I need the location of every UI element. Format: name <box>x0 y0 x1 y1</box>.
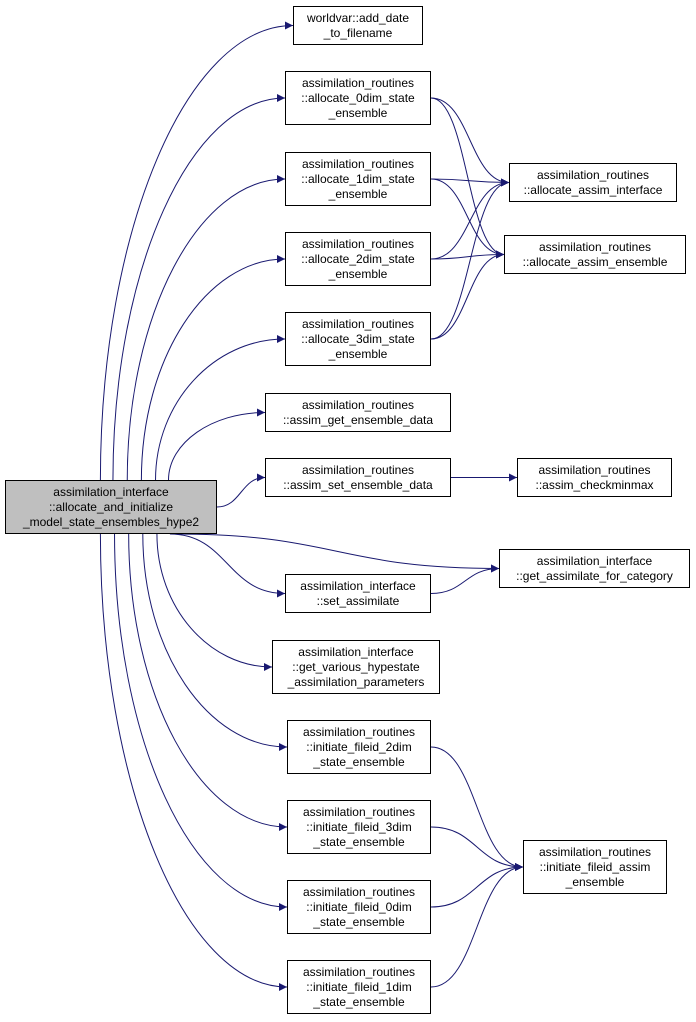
node-label-line: _state_ensemble <box>313 754 405 769</box>
node-set-ens[interactable]: assimilation_routines::assim_set_ensembl… <box>265 458 451 497</box>
node-label-line: _ensemble <box>328 346 388 361</box>
edge-root-to-init-3dim <box>128 533 288 831</box>
node-label-line: ::get_various_hypestate <box>292 659 420 674</box>
node-label-line: ::allocate_and_initialize <box>48 499 174 514</box>
node-label-line: _state_ensemble <box>313 834 405 849</box>
edge-alloc-3dim-to-alloc-interface <box>430 178 510 340</box>
node-label-line: _ensemble <box>565 874 625 889</box>
edge-root-to-init-1dim <box>99 533 288 991</box>
edge-alloc-0dim-to-alloc-ensemble <box>430 97 505 259</box>
node-root: assimilation_interface::allocate_and_ini… <box>5 480 217 534</box>
node-label-line: _to_filename <box>323 25 393 40</box>
node-get-ens[interactable]: assimilation_routines::assim_get_ensembl… <box>265 393 451 432</box>
node-label-line: assimilation_routines <box>302 804 416 819</box>
node-label-line: ::allocate_assim_interface <box>523 182 663 197</box>
node-label-line: ::initiate_fileid_2dim <box>306 739 412 754</box>
node-set-assim[interactable]: assimilation_interface::set_assimilate <box>285 574 431 613</box>
node-label-line: ::assim_set_ensemble_data <box>283 477 433 492</box>
edge-init-0dim-to-init-assim-ens <box>430 863 524 908</box>
node-label-line: assimilation_routines <box>301 75 415 90</box>
node-label-line: assimilation_interface <box>536 553 653 568</box>
node-init-3dim[interactable]: assimilation_routines::initiate_fileid_3… <box>287 800 431 854</box>
node-label-line: _ensemble <box>328 186 388 201</box>
edge-alloc-2dim-to-alloc-interface <box>430 178 510 260</box>
node-label-line: _assimilation_parameters <box>287 674 425 689</box>
node-label-line: assimilation_routines <box>301 462 415 477</box>
node-init-2dim[interactable]: assimilation_routines::initiate_fileid_2… <box>287 720 431 774</box>
edge-init-1dim-to-init-assim-ens <box>430 863 524 988</box>
node-get-various[interactable]: assimilation_interface::get_various_hype… <box>272 640 440 694</box>
node-get-assim-cat[interactable]: assimilation_interface::get_assimilate_f… <box>499 549 690 588</box>
node-label-line: ::set_assimilate <box>316 593 400 608</box>
node-label-line: assimilation_routines <box>302 724 416 739</box>
edge-set-assim-to-get-assim-cat <box>430 564 500 594</box>
node-label-line: assimilation_routines <box>302 964 416 979</box>
node-label-line: assimilation_routines <box>538 462 651 477</box>
edge-init-3dim-to-init-assim-ens <box>430 826 524 871</box>
edge-alloc-2dim-to-alloc-ensemble <box>430 250 505 260</box>
node-label-line: ::initiate_fileid_assim <box>539 859 651 874</box>
node-label-line: _state_ensemble <box>313 994 405 1009</box>
edge-root-to-alloc-1dim <box>126 175 286 481</box>
node-alloc-1dim[interactable]: assimilation_routines::allocate_1dim_sta… <box>285 152 431 206</box>
node-alloc-3dim[interactable]: assimilation_routines::allocate_3dim_sta… <box>285 312 431 366</box>
node-label-line: ::allocate_2dim_state <box>301 251 415 266</box>
node-label-line: _state_ensemble <box>313 914 405 929</box>
edge-root-to-set-assim <box>169 533 286 598</box>
edge-root-to-get-various <box>156 533 273 671</box>
node-label-line: ::assim_get_ensemble_data <box>282 412 434 427</box>
node-label-line: worldvar::add_date <box>306 10 410 25</box>
node-label-line: ::initiate_fileid_1dim <box>306 979 412 994</box>
edge-root-to-init-2dim <box>142 533 288 751</box>
node-label-line: ::get_assimilate_for_category <box>516 568 673 583</box>
node-init-assim-ens[interactable]: assimilation_routines::initiate_fileid_a… <box>523 840 667 894</box>
edge-root-to-alloc-3dim <box>155 335 286 481</box>
node-alloc-interface[interactable]: assimilation_routines::allocate_assim_in… <box>509 163 677 202</box>
node-init-1dim[interactable]: assimilation_routines::initiate_fileid_1… <box>287 960 431 1014</box>
node-label-line: ::allocate_0dim_state <box>301 90 415 105</box>
node-label-line: assimilation_routines <box>301 397 415 412</box>
node-alloc-0dim[interactable]: assimilation_routines::allocate_0dim_sta… <box>285 71 431 125</box>
edge-alloc-1dim-to-alloc-ensemble <box>430 178 505 259</box>
node-label-line: assimilation_routines <box>538 239 652 254</box>
node-label-line: assimilation_routines <box>538 844 652 859</box>
node-label-line: ::initiate_fileid_3dim <box>306 819 412 834</box>
node-label-line: assimilation_routines <box>301 316 415 331</box>
edge-root-to-init-0dim <box>114 533 288 911</box>
node-label-line: ::allocate_1dim_state <box>301 171 415 186</box>
edge-init-2dim-to-init-assim-ens <box>430 746 524 871</box>
node-label-line: ::allocate_assim_ensemble <box>522 254 668 269</box>
node-label-line: assimilation_interface <box>298 644 414 659</box>
node-label-line: _ensemble <box>328 266 388 281</box>
edge-root-to-alloc-0dim <box>112 94 286 481</box>
edge-root-to-set-ens <box>216 473 266 508</box>
node-label-line: assimilation_routines <box>301 156 415 171</box>
node-label-line: ::assim_checkminmax <box>535 477 654 492</box>
node-alloc-ensemble[interactable]: assimilation_routines::allocate_assim_en… <box>504 235 686 274</box>
node-alloc-2dim[interactable]: assimilation_routines::allocate_2dim_sta… <box>285 232 431 286</box>
edge-alloc-1dim-to-alloc-interface <box>430 178 510 187</box>
edge-alloc-3dim-to-alloc-ensemble <box>430 250 505 340</box>
node-add-date[interactable]: worldvar::add_date_to_filename <box>293 6 423 45</box>
node-checkminmax[interactable]: assimilation_routines::assim_checkminmax <box>517 458 672 497</box>
node-label-line: assimilation_routines <box>301 236 415 251</box>
edge-root-to-add-date <box>99 21 294 481</box>
node-label-line: ::initiate_fileid_0dim <box>306 899 412 914</box>
node-label-line: assimilation_interface <box>300 578 416 593</box>
node-label-line: assimilation_routines <box>536 167 650 182</box>
node-label-line: assimilation_routines <box>302 884 416 899</box>
edge-alloc-0dim-to-alloc-interface <box>430 97 510 187</box>
edge-root-to-alloc-2dim <box>140 255 286 481</box>
node-init-0dim[interactable]: assimilation_routines::initiate_fileid_0… <box>287 880 431 934</box>
edge-root-to-get-assim-cat <box>174 533 500 573</box>
node-label-line: assimilation_interface <box>53 484 169 499</box>
edge-root-to-get-ens <box>168 408 266 481</box>
node-label-line: ::allocate_3dim_state <box>301 331 415 346</box>
node-label-line: _model_state_ensembles_hype2 <box>22 514 200 529</box>
node-label-line: _ensemble <box>328 105 388 120</box>
